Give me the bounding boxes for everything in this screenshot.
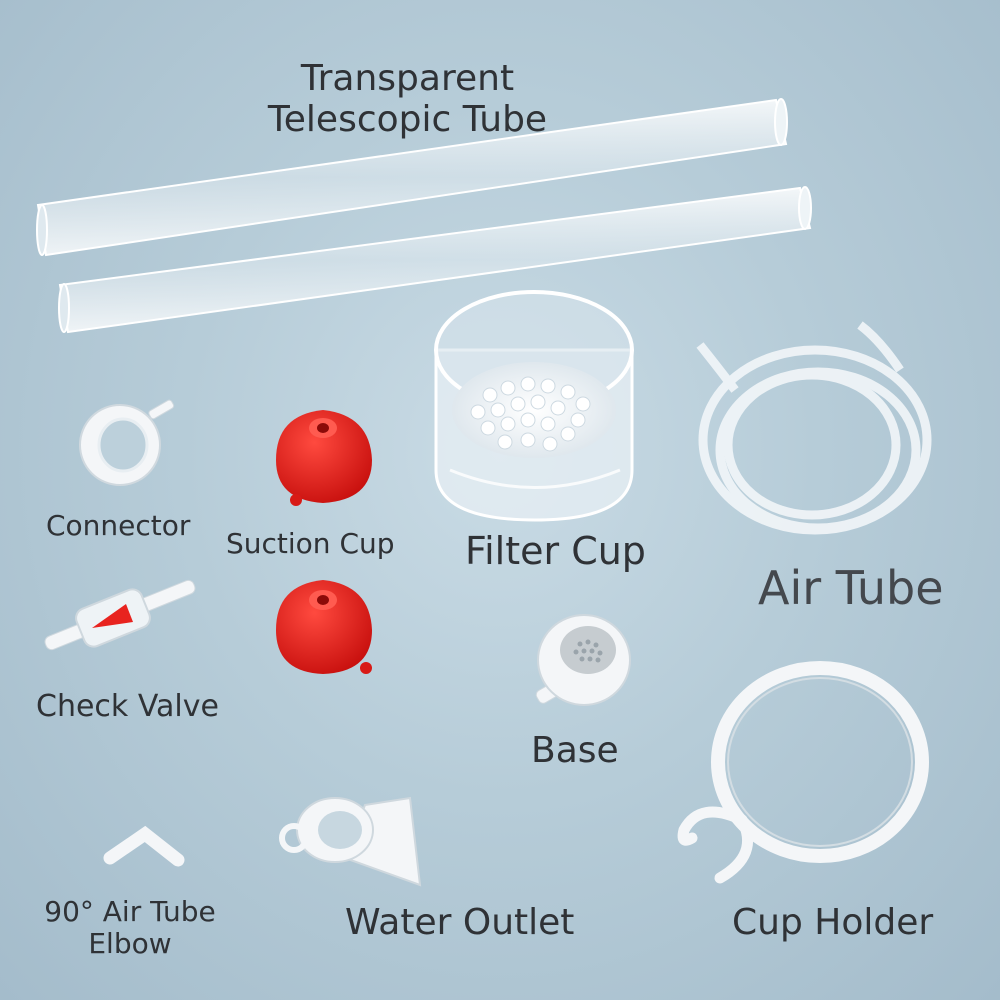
suction-cup-part-bottom [276, 580, 372, 674]
telescopic-tube-label-line1: Transparent [300, 58, 515, 99]
telescopic-tube-label-line2: Telescopic Tube [267, 99, 548, 141]
water-outlet-part [279, 796, 422, 887]
elbow-label-line1: 90° Air Tube [44, 895, 216, 928]
suction-cup-label: Suction Cup [226, 527, 395, 560]
base-label: Base [531, 730, 619, 771]
base-part [535, 614, 631, 706]
telescopic-tube-label: Transparent Telescopic Tube [255, 58, 560, 141]
check-valve-part [44, 579, 196, 651]
cup-holder-label: Cup Holder [732, 902, 934, 943]
check-valve-label: Check Valve [36, 689, 219, 724]
air-tube-elbow-part [103, 825, 185, 867]
connector-part [79, 399, 175, 486]
air-tube-label: Air Tube [758, 561, 944, 615]
telescopic-tube-upper [36, 98, 788, 257]
water-outlet-label: Water Outlet [345, 902, 575, 943]
cup-holder-part [677, 661, 929, 884]
suction-cup-part-top [276, 410, 372, 506]
connector-label: Connector [46, 509, 191, 542]
elbow-label: 90° Air Tube Elbow [30, 895, 230, 961]
elbow-label-line2: Elbow [88, 927, 172, 961]
air-tube-coil [696, 321, 932, 535]
filter-cup-label: Filter Cup [465, 529, 646, 573]
telescopic-tube-lower [58, 186, 812, 334]
filter-cup-part [434, 290, 634, 522]
